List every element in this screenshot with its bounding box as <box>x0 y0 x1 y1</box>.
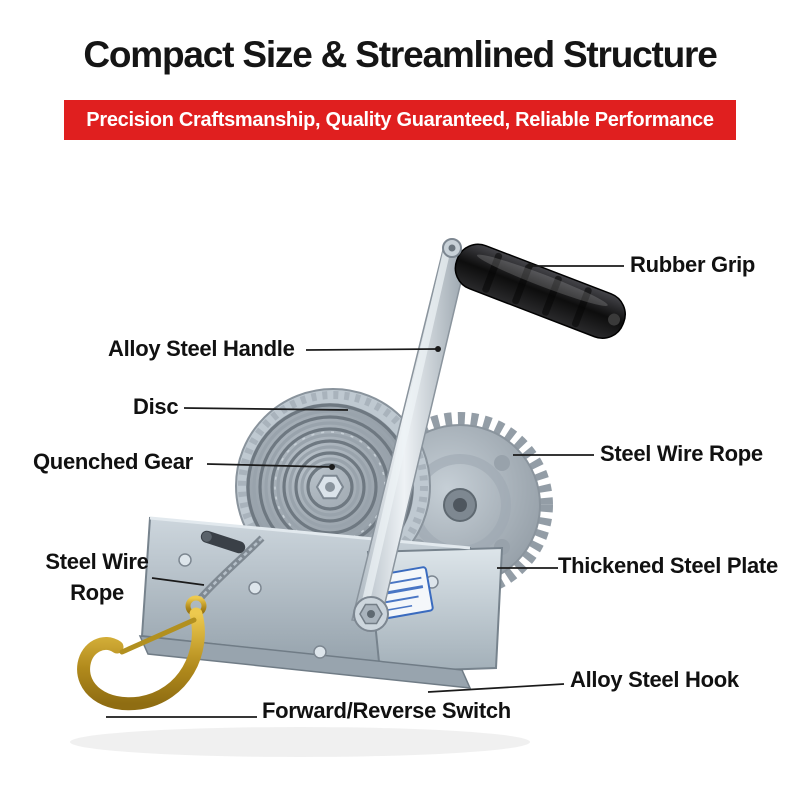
label-quenched-gear: Quenched Gear <box>33 449 193 474</box>
label-steel-wire-rope-left: Steel Wire Rope <box>45 549 149 605</box>
hook-part <box>77 595 207 711</box>
label-disc: Disc <box>133 394 179 419</box>
rope-part <box>196 535 265 603</box>
label-alloy-steel-hook: Alloy Steel Hook <box>570 667 739 692</box>
page-title: Compact Size & Streamlined Structure <box>83 34 717 75</box>
forward-reverse-switch-part <box>200 530 246 554</box>
hook-latch <box>119 617 197 655</box>
label-rubber-grip: Rubber Grip <box>630 252 756 277</box>
subtitle-text: Precision Craftsmanship, Quality Guarant… <box>86 108 714 131</box>
label-alloy-steel-handle: Alloy Steel Handle <box>108 336 295 361</box>
handle-hub-nut <box>353 596 389 632</box>
grip-part <box>454 243 626 339</box>
subtitle-banner: Precision Craftsmanship, Quality Guarant… <box>64 100 736 140</box>
leader-lines <box>106 263 624 718</box>
product-shadow <box>70 727 530 757</box>
handle-top-bolt <box>442 238 462 258</box>
label-forward-reverse-switch: Forward/Reverse Switch <box>262 698 511 723</box>
label-steel-wire-rope-right: Steel Wire Rope <box>600 441 763 466</box>
label-thickened-steel-plate: Thickened Steel Plate <box>558 553 778 578</box>
